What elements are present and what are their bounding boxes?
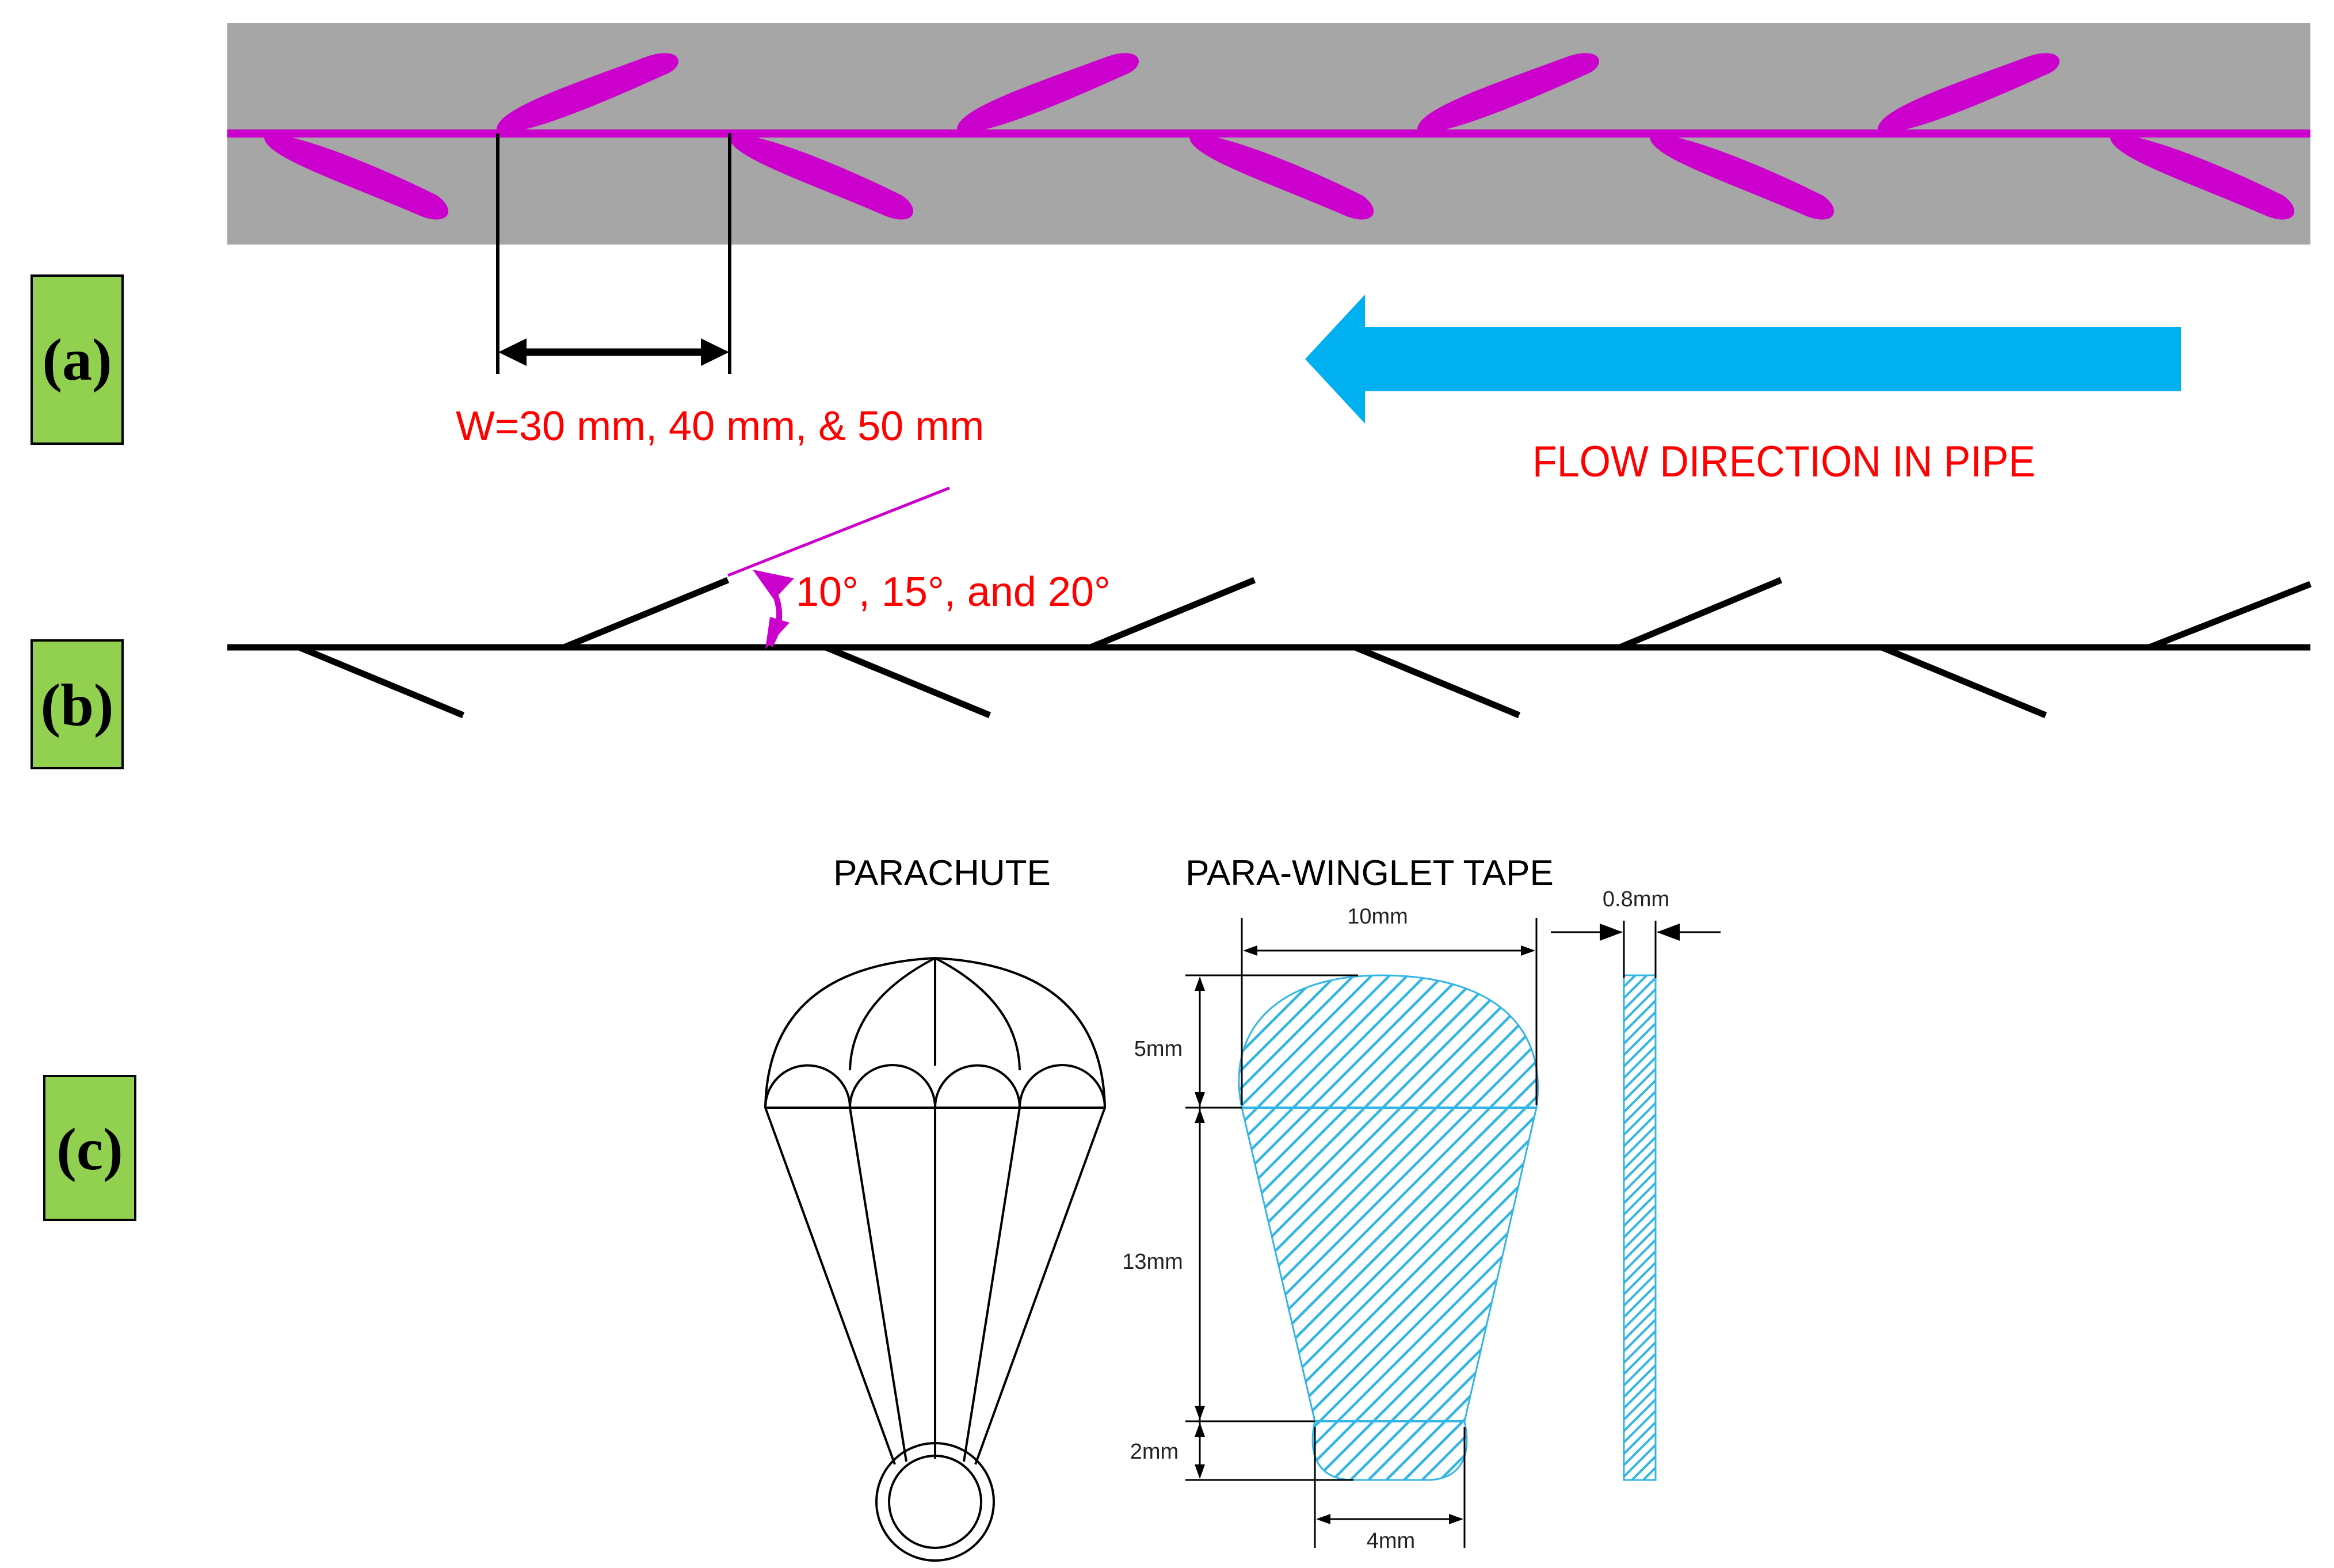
- winglet-lower: [729, 133, 914, 220]
- dimension-arrowheads: [1195, 924, 1680, 1524]
- dim-width-top: 10mm: [1347, 905, 1408, 929]
- panel-a-tag: [30, 274, 124, 445]
- fin-upper: [562, 577, 730, 651]
- fin-upper: [1618, 577, 1783, 651]
- angle-label: 10°, 15°, and 20°: [796, 569, 1111, 615]
- panel-a: W=30 mm, 40 mm, & 50 mm FLOW DIRECTION I…: [30, 23, 2310, 486]
- winglet-upper: [1417, 53, 1599, 134]
- fin-lower: [1880, 644, 2047, 719]
- fin-lower: [824, 644, 991, 719]
- flow-arrow: [1305, 295, 2181, 424]
- winglet-lower: [1189, 133, 1374, 220]
- parachute-drawing: [764, 956, 1106, 1562]
- panel-a-tag-label: (a): [42, 327, 112, 393]
- angle-arrowhead-top: [753, 570, 794, 600]
- winglet-lower: [1649, 133, 1835, 220]
- fin-lower: [1353, 644, 1521, 719]
- pitch-arrowhead-right: [701, 338, 729, 366]
- pitch-arrowhead-left: [498, 338, 527, 366]
- dim-width-bottom: 4mm: [1367, 1529, 1415, 1553]
- winglet-upper: [957, 53, 1139, 134]
- dim-thickness: 0.8mm: [1603, 887, 1669, 911]
- dim-height-mid: 13mm: [1122, 1250, 1183, 1274]
- angle-arrowhead-bottom: [765, 617, 790, 649]
- winglet-lower: [264, 133, 449, 220]
- tape-shape: [1238, 974, 1539, 1481]
- panel-b-tag: [30, 639, 124, 769]
- dim-height-top: 5mm: [1134, 1037, 1183, 1061]
- tape-dimensions: [1185, 918, 1721, 1548]
- dim-height-bottom: 2mm: [1130, 1440, 1179, 1464]
- tape-side-strip: [1623, 974, 1657, 1481]
- fin-upper: [1089, 577, 1256, 651]
- tape-title: PARA-WINGLET TAPE: [1185, 853, 1554, 893]
- parachute-title: PARACHUTE: [833, 853, 1051, 893]
- fin-group: [298, 577, 2312, 719]
- panel-c-tag: [43, 1075, 136, 1221]
- winglet-lower: [2110, 133, 2295, 220]
- angle-reference-line: [727, 486, 950, 577]
- pitch-label: W=30 mm, 40 mm, & 50 mm: [456, 403, 984, 449]
- fin-upper: [2148, 581, 2312, 651]
- panel-c: (c) PARACHUTE PARA-WINGLET TAPE: [43, 853, 1721, 1562]
- flow-direction-label: FLOW DIRECTION IN PIPE: [1532, 437, 2035, 486]
- winglet-group: [264, 53, 2295, 220]
- winglet-upper: [1878, 53, 2060, 134]
- winglet-upper: [497, 53, 678, 134]
- panel-b-tag-label: (b): [40, 672, 113, 738]
- panel-b: 10°, 15°, and 20° (b): [30, 486, 2312, 769]
- fin-lower: [298, 644, 465, 719]
- panel-c-tag-label: (c): [56, 1116, 123, 1182]
